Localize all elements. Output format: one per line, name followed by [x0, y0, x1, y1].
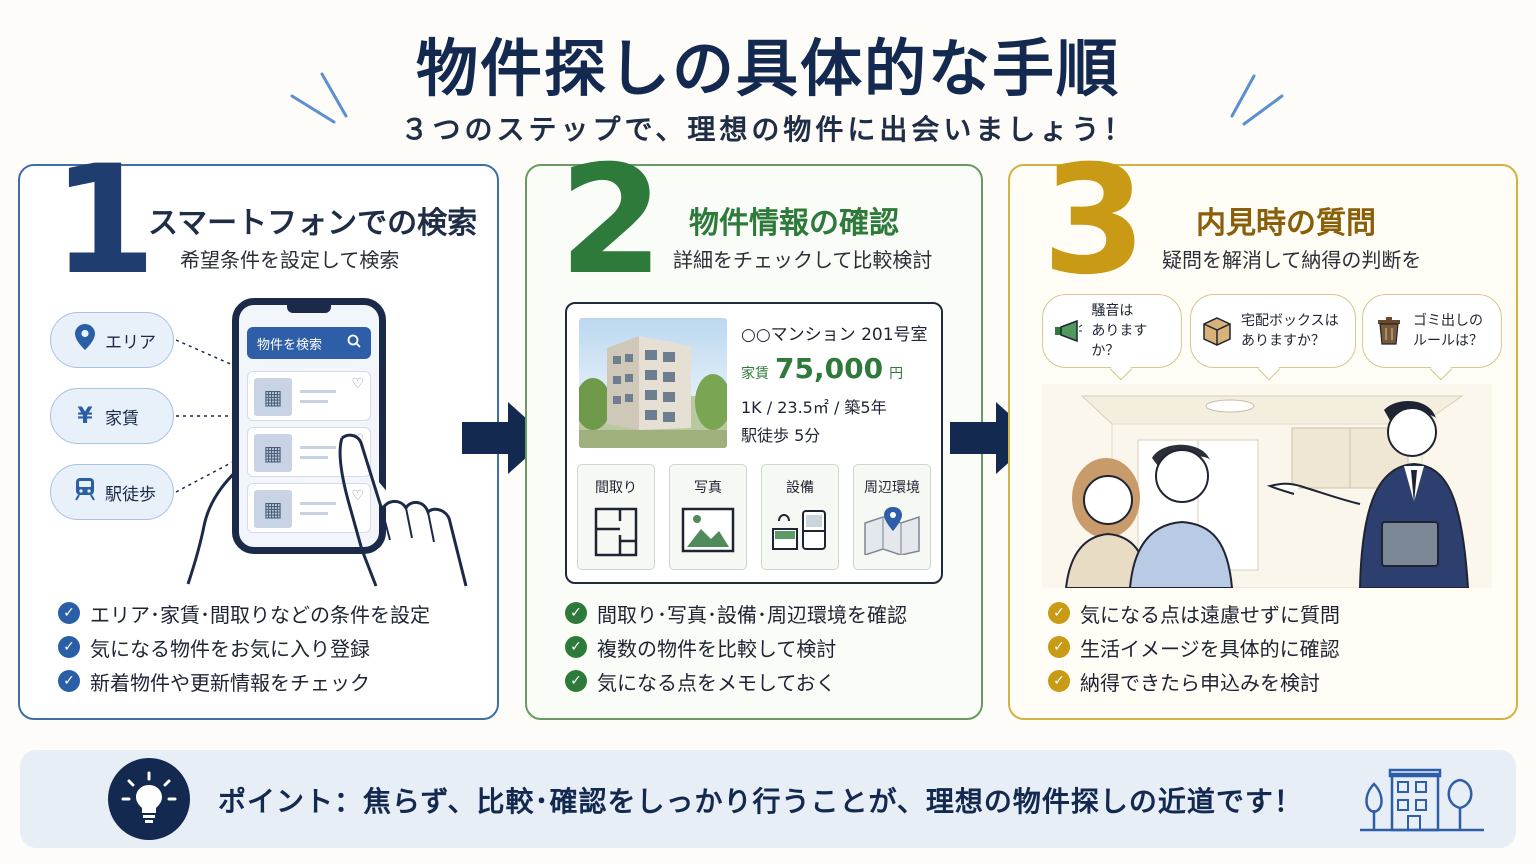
step-3-card: 3 内見時の質問 疑問を解消して納得の判断を 騒音はありますか？ [1008, 146, 1518, 720]
property-name: ○○マンション 201号室 [741, 325, 928, 345]
question-bubble-delivery-box: 宅配ボックスはありますか？ [1190, 294, 1356, 381]
step-2-subtitle: 詳細をチェックして比較検討 [673, 248, 933, 272]
building-icon: ▦ [254, 378, 292, 416]
property-spec: 1K / 23.5㎡ / 築5年 [741, 398, 887, 417]
floorplan-icon [594, 507, 638, 557]
check-icon: ✓ [565, 670, 587, 692]
tip-banner: ポイント：焦らず、比較･確認をしっかり行うことが、理想の物件探しの近道です！ [20, 750, 1516, 848]
property-access: 駅徒歩 5分 [741, 426, 821, 445]
step-2-number: 2 [559, 134, 664, 308]
step-2-checklist: ✓間取り･写真･設備･周辺環境を確認 ✓複数の物件を比較して検討 ✓気になる点を… [565, 596, 907, 698]
feature-floorplan[interactable]: 間取り [577, 464, 655, 570]
building-icon: ▦ [254, 434, 292, 472]
location-pin-icon [71, 324, 99, 356]
train-icon [71, 477, 99, 507]
sparkle-right-icon [1230, 74, 1284, 126]
check-icon: ✓ [565, 602, 587, 624]
result-item[interactable]: ▦ ♡ [247, 371, 371, 421]
filter-pill-walk[interactable]: 駅徒歩 [50, 464, 174, 520]
filter-label: 駅徒歩 [105, 484, 156, 505]
filter-label: エリア [105, 332, 156, 353]
map-icon [864, 507, 920, 557]
step-1-checklist: ✓エリア･家賃･間取りなどの条件を設定 ✓気になる物件をお気に入り登録 ✓新着物… [58, 596, 430, 698]
heart-icon[interactable]: ♡ [351, 488, 364, 504]
step-1-title: スマートフォンでの検索 [148, 206, 478, 241]
check-item: ✓間取り･写真･設備･周辺環境を確認 [565, 596, 907, 630]
check-icon: ✓ [58, 636, 80, 658]
check-item: ✓気になる物件をお気に入り登録 [58, 630, 430, 664]
check-item: ✓新着物件や更新情報をチェック [58, 664, 430, 698]
hand-pointing-illustration [338, 433, 468, 587]
check-icon: ✓ [58, 602, 80, 624]
question-bubble-garbage: ゴミ出しのルールは？ [1362, 294, 1502, 381]
check-icon: ✓ [1048, 602, 1070, 624]
step-3-number: 3 [1042, 134, 1147, 308]
property-detail-panel[interactable]: ○○マンション 201号室 家賃 75,000 円 1K / 23.5㎡ / 築… [565, 302, 943, 584]
trash-can-icon [1373, 315, 1405, 347]
building-photo [579, 318, 727, 448]
sparkle-left-icon [290, 72, 348, 124]
yen-icon: ¥ [77, 403, 93, 429]
heart-icon[interactable]: ♡ [351, 376, 364, 392]
package-icon [1201, 315, 1233, 347]
building-icon: ▦ [254, 490, 292, 528]
filter-pill-rent[interactable]: ¥ 家賃 [50, 388, 174, 444]
phone-search-bar[interactable]: 物件を検索 [247, 327, 371, 359]
feature-equipment[interactable]: 設備 [761, 464, 839, 570]
page-title: 物件探しの具体的な手順 [415, 32, 1120, 105]
photo-icon [681, 507, 735, 553]
check-icon: ✓ [1048, 636, 1070, 658]
check-item: ✓気になる点は遠慮せずに質問 [1048, 596, 1340, 630]
step-3-checklist: ✓気になる点は遠慮せずに質問 ✓生活イメージを具体的に確認 ✓納得できたら申込み… [1048, 596, 1340, 698]
room-viewing-illustration [1042, 384, 1492, 588]
house-trees-icon [1360, 768, 1484, 832]
lightbulb-icon [108, 758, 190, 840]
smartphone-mockup: 物件を検索 ▦ ♡ ▦ ♡ ▦ ♡ [232, 298, 386, 554]
check-item: ✓生活イメージを具体的に確認 [1048, 630, 1340, 664]
check-item: ✓納得できたら申込みを検討 [1048, 664, 1340, 698]
step-1-number: 1 [52, 134, 157, 308]
step-2-card: 2 物件情報の確認 詳細をチェックして比較検討 [525, 146, 983, 720]
check-item: ✓気になる点をメモしておく [565, 664, 907, 698]
step-1-subtitle: 希望条件を設定して検索 [180, 248, 400, 272]
step-3-title: 内見時の質問 [1196, 206, 1376, 241]
feature-surroundings[interactable]: 周辺環境 [853, 464, 931, 570]
page-subtitle: ３つのステップで、理想の物件に出会いましょう！ [400, 113, 1136, 146]
step-3-subtitle: 疑問を解消して納得の判断を [1162, 248, 1422, 272]
feature-photos[interactable]: 写真 [669, 464, 747, 570]
phone-search-label: 物件を検索 [257, 337, 323, 353]
check-icon: ✓ [1048, 670, 1070, 692]
property-rent: 家賃 75,000 円 [741, 352, 904, 385]
check-item: ✓複数の物件を比較して検討 [565, 630, 907, 664]
tip-text: ポイント：焦らず、比較･確認をしっかり行うことが、理想の物件探しの近道です！ [218, 785, 1303, 818]
result-item[interactable]: ▦ ♡ [247, 483, 371, 533]
search-icon [347, 334, 361, 352]
step-2-title: 物件情報の確認 [689, 206, 899, 241]
megaphone-icon [1053, 315, 1083, 347]
check-icon: ✓ [58, 670, 80, 692]
step-1-card: 1 スマートフォンでの検索 希望条件を設定して検索 エリア ¥ 家賃 駅徒歩 物… [18, 146, 499, 720]
filter-pill-area[interactable]: エリア [50, 312, 174, 368]
check-icon: ✓ [565, 636, 587, 658]
equipment-icon [772, 510, 826, 550]
filter-label: 家賃 [105, 408, 139, 429]
question-bubble-noise: 騒音はありますか？ [1042, 294, 1182, 381]
check-item: ✓エリア･家賃･間取りなどの条件を設定 [58, 596, 430, 630]
